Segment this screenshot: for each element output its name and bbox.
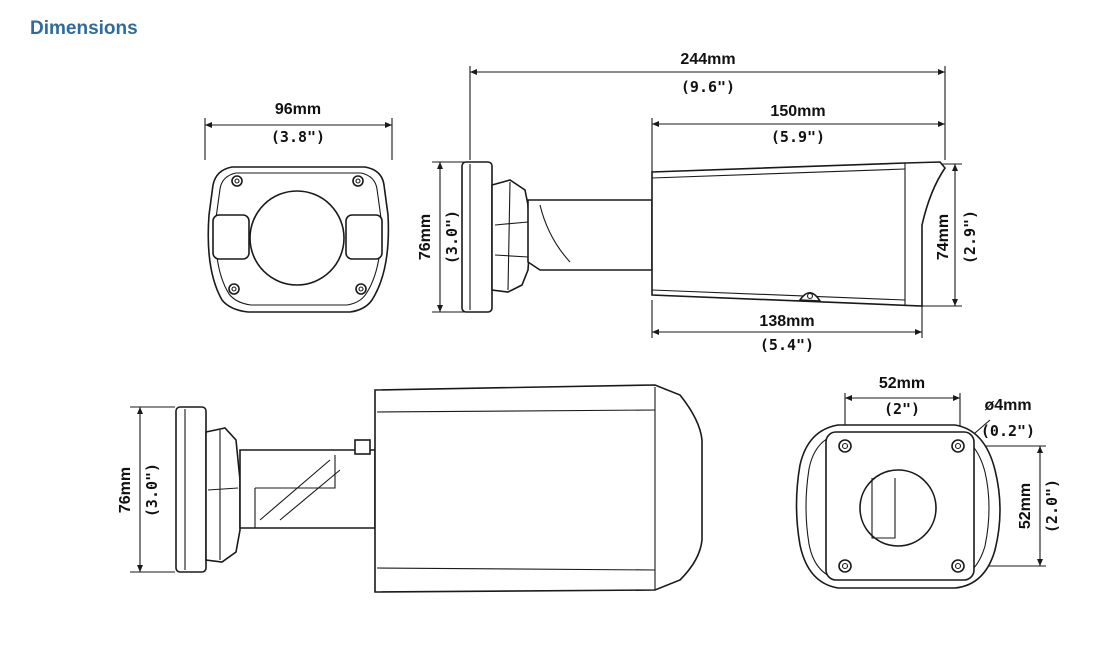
mount-base-view — [795, 393, 1046, 589]
side-mount-height-metric-label: 76mm — [417, 214, 434, 260]
side-view — [432, 66, 962, 338]
front-width-imperial-label: (3.8") — [271, 128, 325, 146]
top-mount-height-metric-label: 76mm — [117, 467, 134, 513]
mount-hole-diameter-imperial-label: (0.2") — [981, 422, 1035, 440]
overall-length-metric-label: 244mm — [680, 51, 735, 68]
front-view — [204, 118, 393, 313]
front-width-metric-label: 96mm — [275, 101, 321, 118]
page-title: Dimensions — [30, 18, 138, 39]
mount-hole-diameter-metric-label: ø4mm — [984, 397, 1031, 414]
housing-top-length-metric-label: 150mm — [770, 103, 825, 120]
housing-height-metric-label: 74mm — [935, 214, 952, 260]
overall-length-imperial-label: (9.6") — [681, 78, 735, 96]
mount-hole-spacing-v-metric-label: 52mm — [1017, 483, 1034, 529]
side-mount-height-imperial-label: (3.0") — [443, 210, 461, 264]
housing-bottom-length-imperial-label: (5.4") — [760, 336, 814, 354]
housing-height-imperial-label: (2.9") — [961, 210, 979, 264]
housing-bottom-length-metric-label: 138mm — [759, 313, 814, 330]
mount-hole-spacing-h-metric-label: 52mm — [879, 375, 925, 392]
top-mount-height-imperial-label: (3.0") — [143, 463, 161, 517]
mount-hole-spacing-h-imperial-label: (2") — [884, 400, 920, 418]
mount-hole-spacing-v-imperial-label: (2.0") — [1043, 479, 1061, 533]
housing-top-length-imperial-label: (5.9") — [771, 128, 825, 146]
bottom-view — [130, 384, 703, 593]
